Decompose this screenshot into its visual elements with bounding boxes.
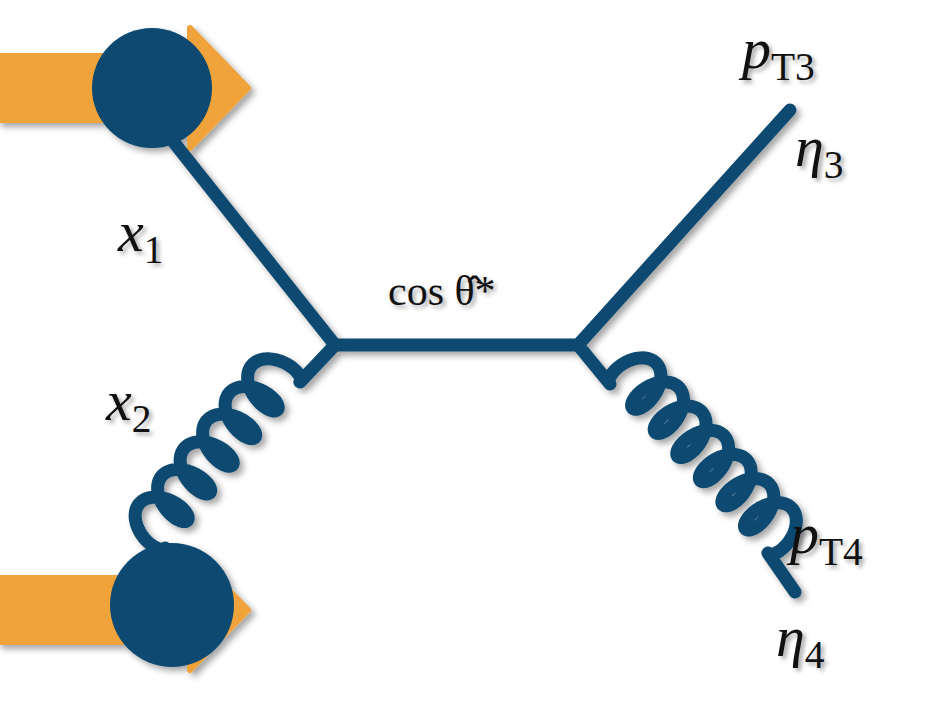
proton [92, 28, 212, 148]
momentum-fraction-label: x2 [106, 372, 151, 439]
illustration [0, 28, 796, 670]
rapidity-label: η3 [795, 118, 844, 185]
momentum-fraction-label: x1 [118, 203, 163, 270]
momentum-label: pT3 [742, 20, 815, 87]
quark-line [172, 110, 790, 345]
proton [110, 543, 234, 667]
gluon-line [578, 345, 796, 592]
angle-label: cos θ̂* [388, 270, 496, 312]
gluon-line [135, 345, 335, 568]
momentum-label: pT4 [790, 505, 863, 572]
beam-arrow [0, 28, 248, 148]
rapidity-label: η4 [776, 608, 825, 675]
